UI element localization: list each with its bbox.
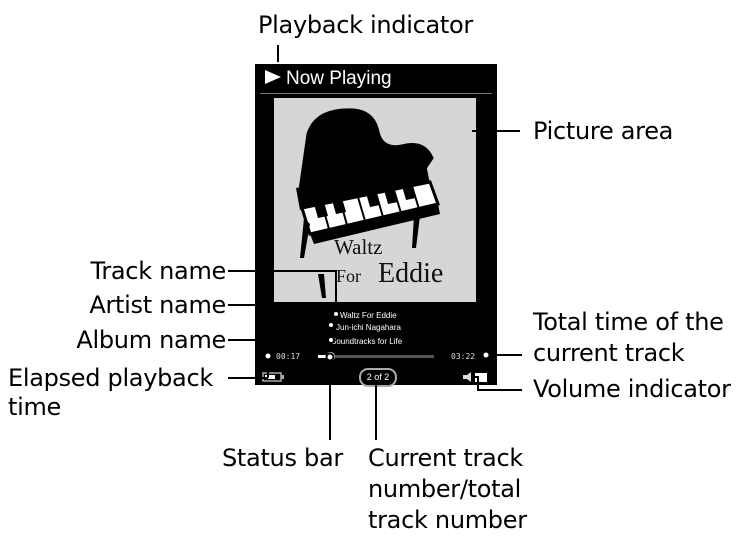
label-elapsed-line1: Elapsed playback — [8, 364, 213, 392]
track-name: Waltz For Eddie — [340, 311, 397, 320]
status-bar — [318, 355, 434, 358]
album-name: Soundtracks for Life — [331, 337, 403, 346]
label-counter-line2: number/total — [368, 475, 522, 503]
label-album-name: Album name — [76, 326, 226, 354]
art-title-main: Eddie — [378, 258, 444, 289]
label-artist-name: Artist name — [89, 291, 226, 319]
elapsed-time: 00:17 — [276, 352, 301, 361]
track-counter: 2 of 2 — [359, 368, 397, 387]
piano-illustration — [296, 108, 440, 298]
label-total-line2: current track — [533, 339, 685, 367]
art-title-line1: Waltz — [334, 235, 383, 259]
label-volume-indicator: Volume indicator — [533, 375, 731, 403]
status-bar-fill — [318, 355, 329, 358]
volume-icon — [463, 372, 487, 382]
label-counter-line3: track number — [368, 506, 527, 534]
label-picture-area: Picture area — [533, 117, 674, 145]
artist-name: Jun-ichi Nagahara — [336, 323, 401, 332]
art-title-prefix: For — [336, 266, 362, 286]
label-total-line1: Total time of the — [533, 308, 724, 336]
label-counter-line1: Current track — [368, 444, 523, 472]
picture-area: Waltz For Eddie — [274, 98, 476, 302]
label-elapsed-line2: time — [8, 393, 62, 421]
total-time: 03:22 — [451, 352, 476, 361]
title-divider — [260, 93, 492, 94]
play-indicator-icon — [265, 70, 281, 84]
label-playback-indicator: Playback indicator — [258, 11, 473, 39]
label-status-bar: Status bar — [222, 444, 343, 472]
label-track-name: Track name — [90, 257, 227, 285]
now-playing-title: Now Playing — [286, 68, 392, 89]
